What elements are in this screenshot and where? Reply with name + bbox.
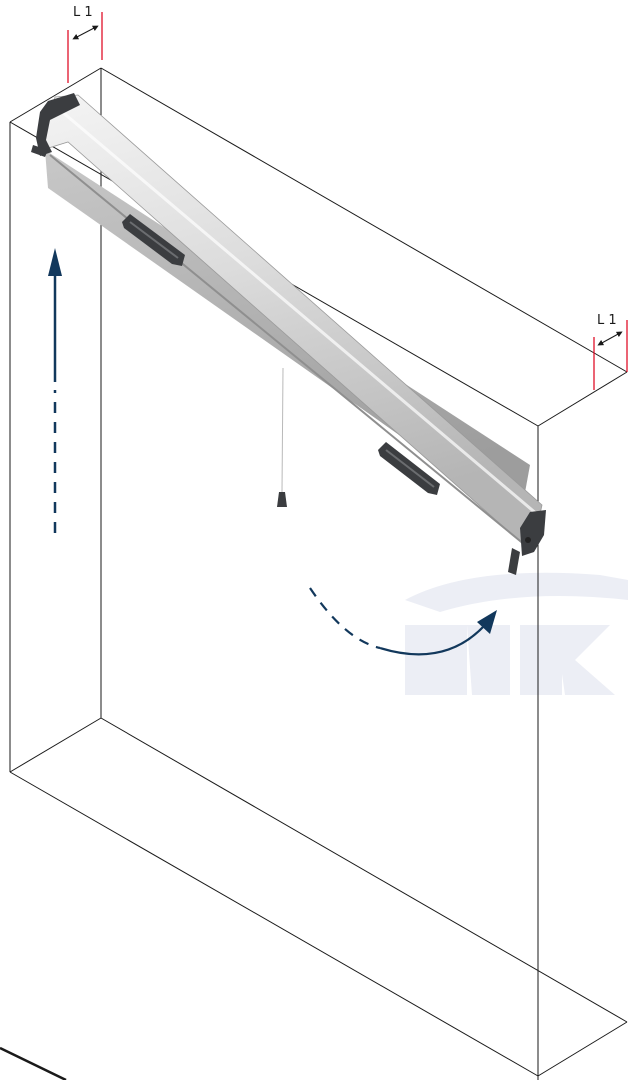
dimension-label-top: L 1 xyxy=(73,5,93,20)
dimension-label-right: L 1 xyxy=(597,313,617,328)
right-end-bracket xyxy=(520,510,546,556)
roller-blind xyxy=(31,93,546,575)
pull-cord-icon xyxy=(277,367,287,507)
left-end-bracket xyxy=(36,93,80,156)
roller-tube xyxy=(41,94,543,553)
double-arrow-icon xyxy=(72,25,99,40)
dimension-right: L 1 xyxy=(593,313,628,390)
curved-arrow-icon xyxy=(309,587,497,656)
dimension-top-left: L 1 xyxy=(67,5,103,83)
floor-line xyxy=(0,1046,67,1080)
double-arrow-icon xyxy=(597,331,623,346)
up-arrow-icon xyxy=(48,248,62,533)
watermark-logo xyxy=(405,572,628,695)
